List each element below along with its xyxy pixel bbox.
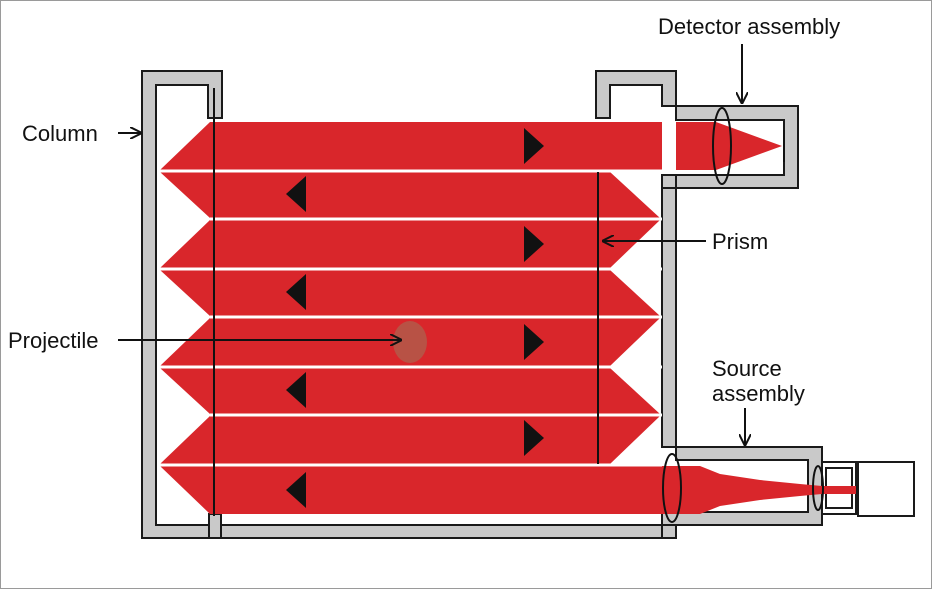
- callouts: [118, 44, 745, 444]
- source-label-line1: Source: [712, 356, 782, 381]
- source-lens: [662, 453, 682, 523]
- prism-tip-4: [598, 318, 660, 366]
- prism-tip-6: [598, 416, 660, 464]
- direction-arrows: [286, 128, 544, 508]
- beam-row-3: [160, 220, 660, 268]
- beam-row-2: [160, 172, 660, 218]
- beam-detector-cone: [716, 122, 782, 170]
- beam-row-8: [160, 466, 662, 514]
- arrow-left-8: [286, 472, 306, 508]
- beam-separators: [160, 169, 662, 467]
- column-walls: [141, 70, 677, 539]
- arrow-left-2: [286, 176, 306, 212]
- source-label-line2: assembly: [712, 381, 805, 406]
- arrow-right-5: [524, 324, 544, 360]
- source-inner-lens: [812, 465, 824, 511]
- detector-assembly-label: Detector assembly: [658, 14, 840, 39]
- column-stub: [208, 513, 222, 539]
- arrow-left-4: [286, 274, 306, 310]
- prism-tip-3: [598, 270, 660, 316]
- projectile-dot: [393, 321, 427, 363]
- prism-tip-5: [598, 368, 660, 414]
- column-label: Column: [22, 121, 98, 146]
- column-right-wall-mid: [661, 182, 677, 448]
- column-right-wall: [595, 70, 677, 119]
- prism-label: Prism: [712, 229, 768, 254]
- beam-row-7: [160, 416, 660, 464]
- column-bottom-right: [661, 524, 677, 539]
- beam-row-6: [160, 368, 660, 414]
- beam-detector-segment: [676, 122, 716, 170]
- prism-tip-2: [598, 220, 660, 268]
- arrow-right-7: [524, 420, 544, 456]
- beam-source-taper: [662, 466, 856, 514]
- arrow-left-6: [286, 372, 306, 408]
- beam-row-1: [160, 122, 662, 170]
- lenses: [662, 107, 824, 523]
- arrow-right-3: [524, 226, 544, 262]
- detector-lens: [712, 107, 732, 185]
- detector-housing: [661, 105, 799, 189]
- laser-beams: [160, 122, 856, 514]
- prism-tip-1: [598, 172, 660, 218]
- projectile-label: Projectile: [8, 328, 98, 353]
- source-box: [857, 461, 915, 517]
- beam-row-4: [160, 270, 660, 316]
- arrow-right-1: [524, 128, 544, 164]
- column-left-wall: [141, 70, 663, 539]
